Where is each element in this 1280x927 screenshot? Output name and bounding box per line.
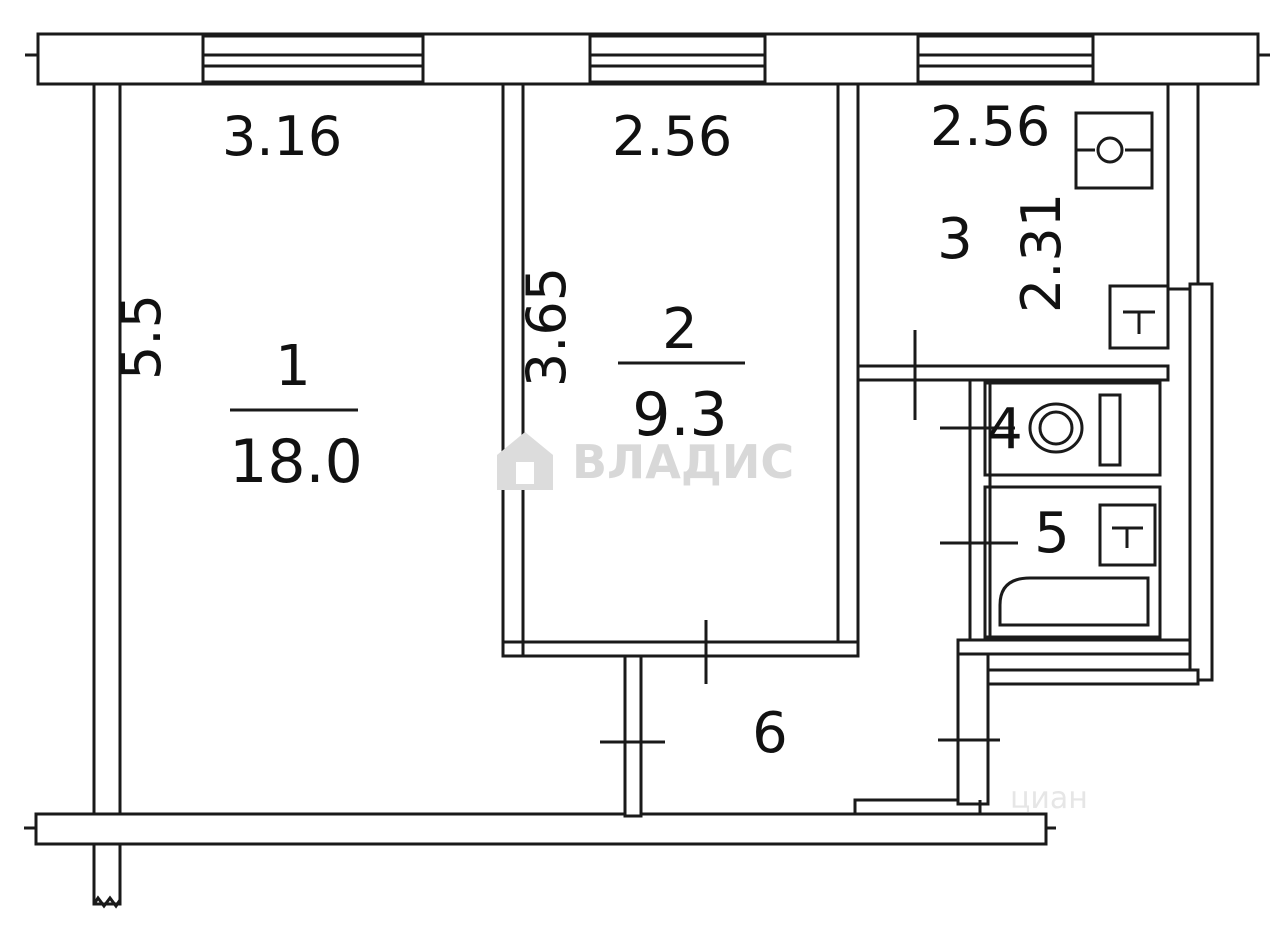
watermark: ВЛАДИС циан bbox=[497, 432, 1088, 816]
house-logo-icon bbox=[497, 432, 553, 490]
window-room2 bbox=[588, 34, 767, 84]
left-wall bbox=[92, 82, 122, 909]
window-room1 bbox=[201, 34, 425, 84]
room2-number: 2 bbox=[662, 297, 698, 362]
room1-number: 1 bbox=[275, 334, 311, 399]
right-wall bbox=[1166, 82, 1214, 682]
kitchen-sink-icon bbox=[1108, 284, 1170, 350]
room3-number: 3 bbox=[937, 207, 973, 272]
room1-label: 1 18.0 bbox=[229, 334, 363, 497]
room5-bath bbox=[940, 485, 1162, 639]
room6-number: 6 bbox=[752, 701, 788, 766]
room1-length-label: 5.5 bbox=[110, 294, 173, 380]
bottom-wall bbox=[24, 812, 1056, 846]
room2-length-label: 3.65 bbox=[515, 267, 578, 387]
sink-icon bbox=[1098, 503, 1157, 567]
room4-number: 4 bbox=[987, 397, 1023, 462]
room2-area: 9.3 bbox=[632, 380, 727, 450]
room2-bottom-wall bbox=[521, 620, 860, 684]
room3-length-label: 2.31 bbox=[1010, 193, 1073, 313]
watermark-text: ВЛАДИС bbox=[572, 435, 794, 489]
room2-label: 2 9.3 bbox=[618, 297, 745, 450]
window-room3 bbox=[916, 34, 1095, 84]
room3-width-label: 2.56 bbox=[930, 95, 1050, 158]
room4-toilet bbox=[940, 381, 1162, 477]
kitchen-bottom-wall bbox=[856, 330, 1170, 420]
bathtub-icon bbox=[998, 576, 1150, 627]
watermark-secondary: циан bbox=[1010, 781, 1088, 816]
room1-area: 18.0 bbox=[229, 427, 363, 497]
room1-width-label: 3.16 bbox=[222, 105, 342, 168]
room6-hall bbox=[600, 654, 1046, 818]
room5-number: 5 bbox=[1034, 501, 1070, 566]
room2-width-label: 2.56 bbox=[612, 105, 732, 168]
toilet-icon bbox=[1028, 393, 1122, 467]
stove-icon bbox=[1074, 111, 1154, 190]
partition-2-3 bbox=[836, 82, 860, 658]
